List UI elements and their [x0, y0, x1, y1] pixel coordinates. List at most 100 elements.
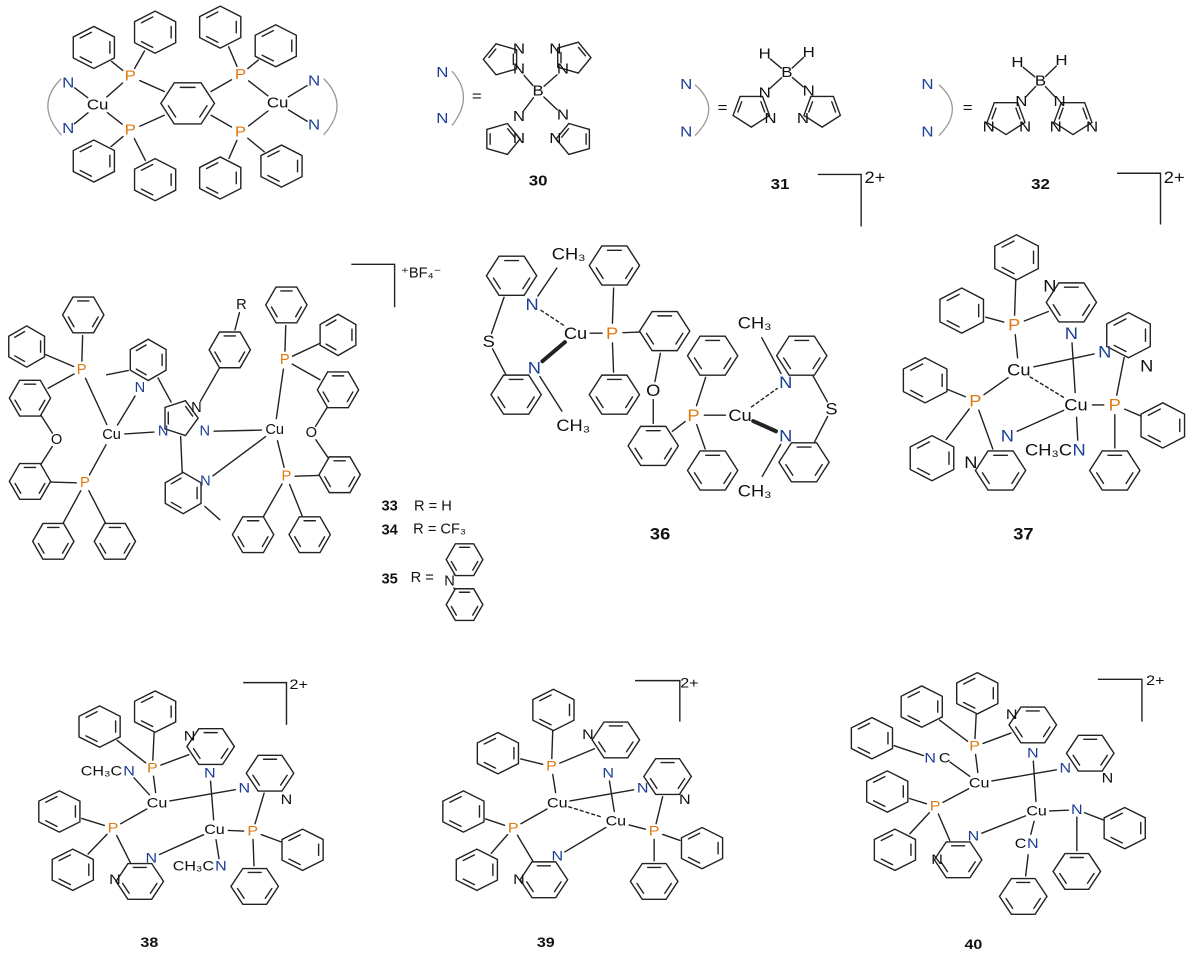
double-bond: [637, 884, 643, 894]
atom-label: CH₃: [552, 245, 586, 264]
aromatic-ring: [520, 862, 567, 898]
single-bond: [288, 86, 307, 97]
double-bond: [46, 821, 57, 827]
aromatic-ring: [681, 827, 722, 868]
single-bond: [612, 343, 613, 372]
double-bond: [450, 797, 461, 803]
double-bond: [540, 719, 551, 725]
chelate-arc: [324, 79, 337, 135]
double-bond: [627, 742, 633, 752]
aromatic-ring: [135, 691, 176, 732]
double-bond: [1034, 899, 1040, 909]
atom-label: Cu: [728, 406, 751, 425]
azole-ring: [165, 401, 198, 436]
atom-label: N: [964, 453, 977, 472]
single-bond: [48, 374, 74, 388]
single-bond: [51, 482, 77, 483]
atom-label: N: [191, 400, 202, 416]
single-bond: [553, 774, 556, 792]
double-bond: [215, 352, 221, 362]
single-bond: [89, 491, 106, 523]
double-bond: [141, 189, 152, 195]
single-bond: [486, 819, 505, 825]
double-bond: [463, 855, 474, 861]
single-bond: [290, 484, 302, 515]
aromatic-ring: [135, 159, 176, 201]
atom-label: N: [1027, 745, 1039, 761]
single-bond: [41, 447, 52, 465]
charge-label: 2+: [1164, 168, 1185, 187]
compound-number: 34: [381, 522, 398, 538]
atom-label: Cu: [564, 324, 587, 343]
single-bond: [229, 140, 237, 158]
aromatic-ring: [232, 517, 273, 553]
atom-label: N: [924, 750, 936, 766]
single-bond: [910, 813, 930, 834]
double-bond: [296, 307, 302, 317]
single-bond: [205, 506, 220, 519]
double-bond: [207, 187, 218, 193]
double-bond: [326, 344, 336, 350]
single-bond: [770, 78, 782, 89]
chelate-arc: [939, 85, 952, 136]
atom-label: S: [483, 332, 495, 351]
single-bond: [565, 828, 606, 852]
double-bond: [626, 397, 633, 408]
aromatic-ring: [779, 443, 829, 482]
atom-label: N: [135, 380, 146, 396]
aromatic-ring: [231, 869, 278, 905]
single-bond: [1125, 409, 1140, 416]
single-bond: [1117, 357, 1124, 395]
double-bond: [635, 448, 642, 459]
atom-label: N: [215, 859, 227, 875]
compound-number: 32: [1031, 177, 1050, 193]
single-bond: [663, 834, 680, 840]
single-bond: [140, 81, 165, 92]
double-bond: [150, 884, 156, 894]
atom-label: P: [969, 391, 981, 410]
double-bond: [15, 332, 25, 338]
single-bond: [1046, 66, 1057, 76]
double-bond: [136, 345, 146, 351]
atom-label: N: [526, 295, 539, 314]
atom-label: N: [239, 780, 251, 796]
single-bond: [63, 491, 81, 524]
aromatic-ring: [52, 849, 93, 890]
single-bond: [1023, 67, 1035, 76]
atom-label: N: [1054, 94, 1066, 110]
atom-label: R: [236, 297, 247, 313]
atom-label: N: [1015, 94, 1027, 110]
double-bond: [484, 738, 495, 744]
atom-label: H: [1055, 53, 1067, 69]
double-bond: [540, 695, 551, 701]
double-bond: [253, 775, 259, 785]
single-bond: [815, 416, 828, 441]
atom-label: N: [513, 872, 525, 888]
charge-bracket: [635, 681, 680, 722]
aromatic-ring: [999, 879, 1046, 915]
single-bond: [950, 762, 970, 776]
single-bond: [943, 789, 969, 803]
atom-label: N: [582, 727, 594, 743]
aromatic-ring: [33, 523, 74, 559]
single-bond: [792, 78, 803, 87]
double-bond: [647, 333, 654, 344]
aromatic-ring: [209, 332, 250, 368]
double-bond: [463, 879, 474, 885]
double-bond: [579, 47, 586, 55]
double-bond: [239, 352, 245, 362]
single-bond: [521, 809, 547, 824]
double-bond: [473, 606, 478, 615]
double-bond: [281, 775, 287, 785]
double-bond: [724, 358, 731, 369]
single-bond: [135, 51, 145, 68]
aromatic-ring: [116, 864, 163, 900]
aromatic-ring: [901, 686, 942, 727]
coordination-bond: [894, 746, 923, 756]
single-bond: [82, 818, 105, 825]
single-bond: [946, 409, 969, 440]
azole-ring: [804, 96, 840, 127]
atom-label: P: [125, 68, 136, 84]
